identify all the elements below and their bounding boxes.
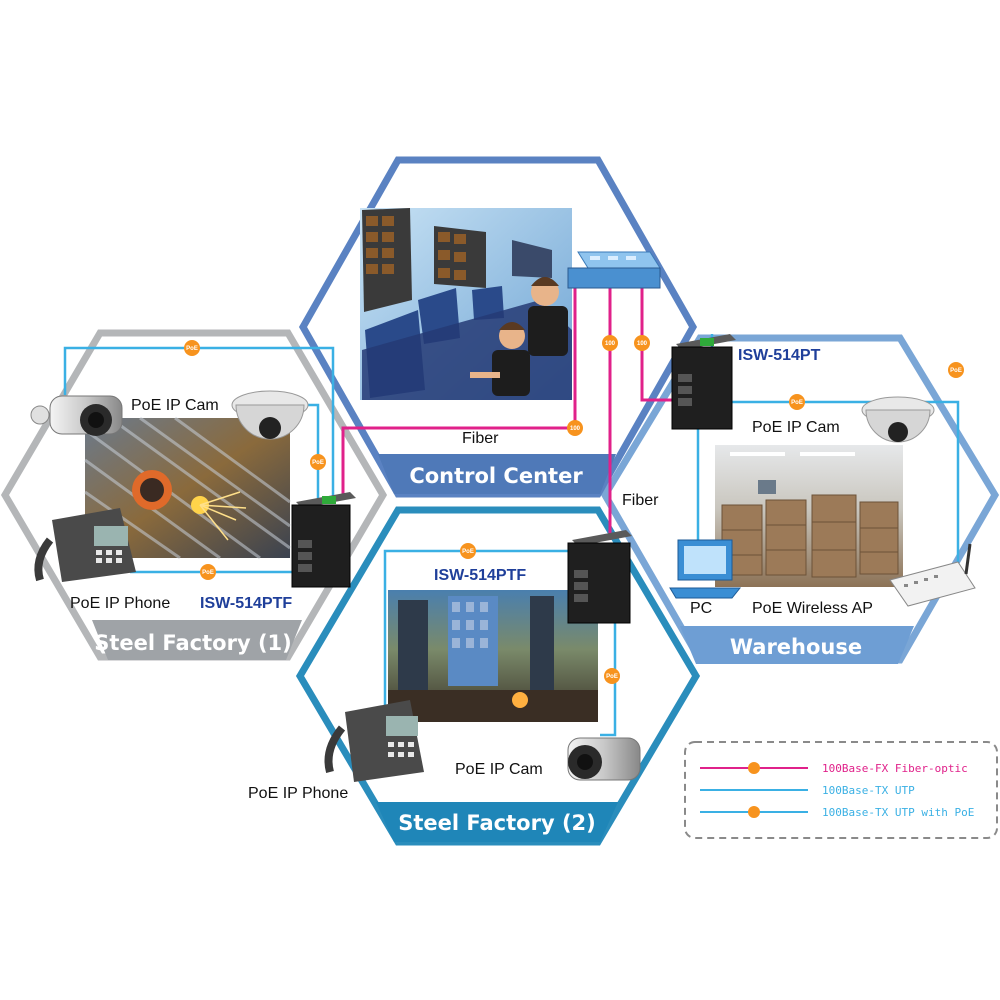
svg-text:100: 100	[637, 341, 648, 347]
svg-text:100Base-FX Fiber-optic: 100Base-FX Fiber-optic	[822, 762, 968, 775]
steel-factory-2-phone-label: PoE IP Phone	[248, 785, 348, 802]
poe-badge: PoE	[948, 362, 964, 378]
poe-badge: PoE	[310, 454, 326, 470]
poe-badge: PoE	[604, 668, 620, 684]
warehouse-ap-label: PoE Wireless AP	[752, 600, 873, 617]
banner-control-center	[378, 454, 616, 494]
ip-phone-icon	[34, 508, 136, 582]
svg-text:PoE: PoE	[462, 549, 474, 555]
fiber-badge: 100	[602, 335, 618, 351]
banner-warehouse	[680, 626, 914, 664]
steel-factory-1-title: Steel Factory (1)	[94, 631, 292, 655]
svg-text:100Base-TX UTP: 100Base-TX UTP	[822, 784, 915, 797]
control-center-photo	[360, 208, 572, 400]
svg-text:PoE: PoE	[202, 570, 214, 576]
fiber-badge: 100	[567, 420, 583, 436]
svg-text:PoE: PoE	[791, 400, 803, 406]
banner-steel-factory-2	[376, 802, 618, 842]
warehouse-switch-label: ISW-514PT	[738, 347, 821, 364]
poe-badge: PoE	[460, 543, 476, 559]
wireless-ap-icon	[889, 543, 976, 607]
fiber-badge: 100	[634, 335, 650, 351]
industrial-switch-icon	[671, 334, 736, 430]
steel-factory-2-switch-label: ISW-514PTF	[434, 567, 526, 584]
warehouse-title: Warehouse	[730, 635, 862, 659]
warehouse-camera-label: PoE IP Cam	[752, 419, 840, 436]
poe-badge: PoE	[184, 340, 200, 356]
warehouse-fiber-label: Fiber	[622, 492, 659, 509]
svg-text:100Base-TX UTP with PoE: 100Base-TX UTP with PoE	[822, 806, 974, 819]
control-center-title: Control Center	[409, 464, 583, 488]
steel-factory-1-phone-label: PoE IP Phone	[70, 595, 170, 612]
industrial-switch-icon	[567, 530, 632, 624]
steel-factory-2-camera-label: PoE IP Cam	[455, 761, 543, 778]
legend-item-fiber: 100Base-FX Fiber-optic	[700, 762, 968, 775]
poe-badge: PoE	[789, 394, 805, 410]
svg-text:100: 100	[605, 341, 616, 347]
control-center-fiber-label: Fiber	[462, 430, 499, 447]
network-switch-icon	[567, 251, 661, 289]
svg-text:PoE: PoE	[186, 346, 198, 352]
warehouse-pc-label: PC	[690, 600, 712, 617]
camera-icon	[30, 395, 123, 436]
ip-phone-icon	[324, 700, 424, 782]
steel-factory-2-photo	[388, 590, 598, 722]
svg-text:PoE: PoE	[312, 460, 324, 466]
steel-factory-2-title: Steel Factory (2)	[398, 811, 596, 835]
banner-steel-factory-1	[92, 620, 302, 660]
svg-text:PoE: PoE	[950, 368, 962, 374]
camera-icon	[567, 737, 641, 781]
legend: 100Base-FX Fiber-optic 100Base-TX UTP 10…	[684, 741, 998, 839]
industrial-switch-icon	[291, 492, 356, 588]
svg-text:100: 100	[570, 426, 581, 432]
fiber-links	[341, 283, 672, 540]
warehouse-photo	[715, 445, 903, 587]
legend-item-utp: 100Base-TX UTP	[700, 784, 915, 797]
steel-factory-1-switch-label: ISW-514PTF	[200, 595, 292, 612]
poe-badge: PoE	[200, 564, 216, 580]
dome-camera-icon	[231, 390, 309, 440]
fiber-link-control-to-warehouse	[640, 283, 672, 402]
legend-item-utp-poe: 100Base-TX UTP with PoE	[700, 806, 974, 819]
dome-camera-icon	[861, 396, 935, 443]
fiber-link-control-to-steel1	[341, 426, 575, 500]
svg-text:PoE: PoE	[606, 674, 618, 680]
steel-factory-1-camera-label: PoE IP Cam	[131, 397, 219, 414]
pc-icon	[669, 539, 742, 599]
